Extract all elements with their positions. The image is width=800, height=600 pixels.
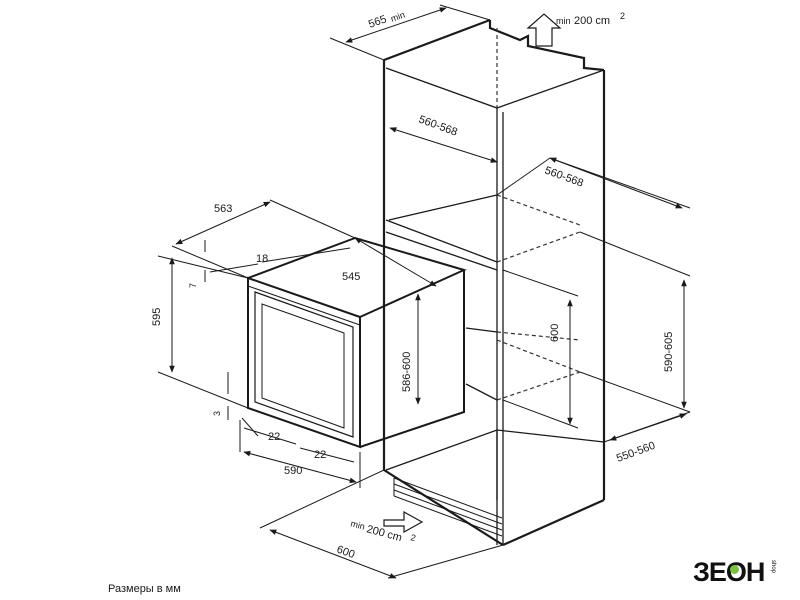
oven-front	[247, 276, 361, 449]
label-cab-width: 600	[335, 544, 356, 562]
label-opening-depth-top: 560-568	[417, 114, 459, 139]
label-vent-top-value: 200 cm	[574, 15, 610, 27]
dimension-labels: 565 min min 200 cm 2 560-568 560-568 590…	[151, 10, 675, 562]
label-cab-depth-min-sub: min	[389, 10, 406, 24]
label-oven-offset-7: 7	[188, 283, 198, 288]
oven-door-window	[261, 303, 345, 429]
label-oven-side-22b: 22	[314, 449, 326, 461]
logo-leaf-icon	[730, 565, 739, 574]
label-oven-offset-3: 3	[212, 411, 222, 416]
label-oven-width: 590	[284, 465, 302, 477]
logo-text: ЗЕОН	[693, 557, 765, 587]
label-oven-body-height: 586-600	[401, 352, 413, 392]
label-vent-top-min: min	[556, 16, 571, 26]
label-oven-offset-18: 18	[256, 253, 268, 265]
label-opening-width: 550-560	[615, 440, 657, 465]
units-caption: Размеры в мм	[108, 583, 181, 595]
logo-subtext: shop	[770, 560, 776, 574]
bottom-vent-grille	[393, 477, 503, 537]
cabinet-hidden-lines	[496, 28, 581, 401]
label-vent-bottom-sup: 2	[409, 532, 416, 543]
cabinet-outline	[382, 18, 606, 547]
dimension-lines	[157, 4, 691, 579]
vent-arrow-bottom	[383, 510, 424, 534]
label-opening-height: 590-605	[663, 332, 675, 372]
label-oven-side-22a: 22	[268, 431, 280, 443]
cabinet-inner-lines	[385, 67, 605, 545]
oven-door-frame	[254, 291, 354, 438]
brand-logo: ЗЕОН shop	[693, 555, 783, 589]
label-vent-top-sup: 2	[620, 11, 625, 21]
label-cab-depth-min: 565	[367, 13, 388, 31]
label-vent-bottom-min: min	[349, 518, 366, 531]
oven-side	[359, 270, 465, 448]
label-oven-depth-top: 563	[214, 203, 232, 215]
label-oven-height: 595	[151, 308, 163, 326]
vent-arrow-top	[526, 13, 562, 47]
label-oven-body-width: 545	[342, 271, 360, 283]
label-inner-height: 600	[549, 324, 561, 342]
oven	[247, 236, 467, 449]
